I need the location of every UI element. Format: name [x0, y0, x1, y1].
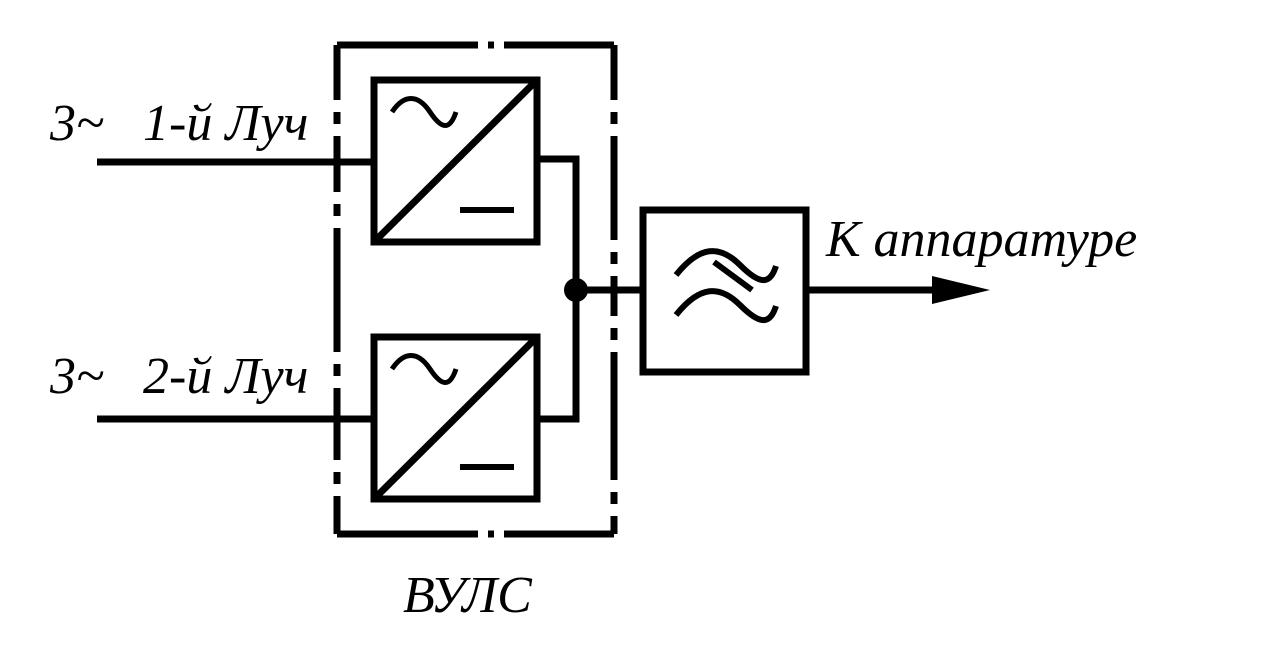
ac-dc-converter-icon — [371, 334, 540, 502]
output-wire-2 — [537, 290, 580, 423]
arrow-right-icon — [932, 276, 990, 304]
input-1-label: 1-й Луч — [143, 95, 308, 152]
output-label: К аппаратуре — [825, 211, 1137, 268]
ac-dc-converter-icon — [371, 77, 540, 245]
vuls-frame — [333, 41, 618, 538]
converter-2 — [370, 333, 541, 503]
output-wire-1 — [537, 155, 580, 290]
unit-label: ВУЛС — [403, 567, 533, 624]
input-2-phase: 3~ — [49, 348, 104, 405]
filter-block — [639, 206, 810, 376]
input-1-phase: 3~ — [49, 95, 104, 152]
low-pass-filter-icon — [673, 248, 779, 324]
input-2-label: 2-й Луч — [143, 348, 308, 405]
converter-1 — [370, 76, 541, 246]
